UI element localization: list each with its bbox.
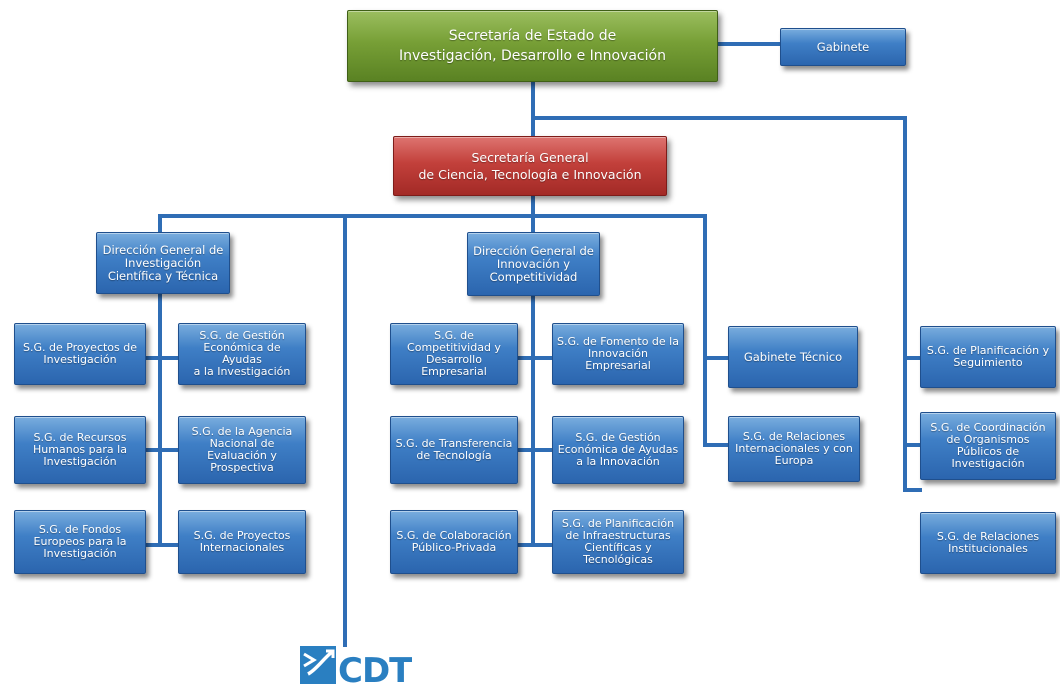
dg-investigacion-box: Dirección General de Investigación Cient… <box>96 232 230 294</box>
secretaria-general-label: Secretaría General de Ciencia, Tecnologí… <box>418 150 642 182</box>
dg-innovacion-label: Dirección General de Innovación y Compet… <box>473 243 594 284</box>
cdti-logo: CDTI <box>300 646 412 684</box>
sg-relaciones-institucionales-box: S.G. de Relaciones Institucionales <box>920 512 1056 574</box>
sg-fondos-europeos-label: S.G. de Fondos Europeos para la Investig… <box>33 523 127 560</box>
gabinete-box: Gabinete <box>780 28 906 66</box>
sg-agencia-nacional-box: S.G. de la Agencia Nacional de Evaluació… <box>178 416 306 484</box>
sg-fomento-innovacion-label: S.G. de Fomento de la Innovación Empresa… <box>557 335 679 372</box>
sg-colaboracion-publico-privada-box: S.G. de Colaboración Público-Privada <box>390 510 518 574</box>
sg-proyectos-internacionales-label: S.G. de Proyectos Internacionales <box>193 529 291 554</box>
sg-planificacion-infraestructuras-box: S.G. de Planificación de Infraestructura… <box>552 510 684 574</box>
sg-gestion-economica-innovacion-box: S.G. de Gestión Económica de Ayudas a la… <box>552 416 684 484</box>
sg-transferencia-tecnologia-label: S.G. de Transferencia de Tecnología <box>395 437 513 462</box>
dg-investigacion-label: Dirección General de Investigación Cient… <box>102 242 224 283</box>
sg-planificacion-infraestructuras-label: S.G. de Planificación de Infraestructura… <box>561 517 675 566</box>
secretaria-de-estado-box: Secretaría de Estado de Investigación, D… <box>347 10 718 82</box>
dg-innovacion-box: Dirección General de Innovación y Compet… <box>467 232 600 296</box>
sg-coordinacion-organismos-box: S.G. de Coordinación de Organismos Públi… <box>920 412 1056 480</box>
cdti-logo-text: CDTI <box>338 651 412 684</box>
sg-gestion-economica-investigacion-label: S.G. de Gestión Económica de Ayudas a la… <box>193 329 291 378</box>
sg-relaciones-internacionales-box: S.G. de Relaciones Internacionales y con… <box>728 416 860 482</box>
secretaria-general-box: Secretaría General de Ciencia, Tecnologí… <box>393 136 667 196</box>
sg-proyectos-internacionales-box: S.G. de Proyectos Internacionales <box>178 510 306 574</box>
sg-proyectos-investigacion-label: S.G. de Proyectos de Investigación <box>22 341 138 366</box>
secretaria-de-estado-label: Secretaría de Estado de Investigación, D… <box>399 28 666 64</box>
sg-agencia-nacional-label: S.G. de la Agencia Nacional de Evaluació… <box>191 425 293 474</box>
sg-colaboracion-publico-privada-label: S.G. de Colaboración Público-Privada <box>396 529 512 554</box>
sg-recursos-humanos-label: S.G. de Recursos Humanos para la Investi… <box>33 431 127 468</box>
sg-recursos-humanos-box: S.G. de Recursos Humanos para la Investi… <box>14 416 146 484</box>
sg-gestion-economica-innovacion-label: S.G. de Gestión Económica de Ayudas a la… <box>557 431 679 468</box>
gabinete-label: Gabinete <box>816 40 870 54</box>
sg-competitividad-label: S.G. de Competitividad y Desarrollo Empr… <box>407 329 501 378</box>
sg-transferencia-tecnologia-box: S.G. de Transferencia de Tecnología <box>390 416 518 484</box>
sg-gestion-economica-investigacion-box: S.G. de Gestión Económica de Ayudas a la… <box>178 323 306 385</box>
sg-relaciones-internacionales-label: S.G. de Relaciones Internacionales y con… <box>735 430 853 467</box>
sg-coordinacion-organismos-label: S.G. de Coordinación de Organismos Públi… <box>930 421 1046 470</box>
sg-fomento-innovacion-box: S.G. de Fomento de la Innovación Empresa… <box>552 323 684 385</box>
gabinete-tecnico-box: Gabinete Técnico <box>728 326 858 388</box>
sg-competitividad-box: S.G. de Competitividad y Desarrollo Empr… <box>390 323 518 385</box>
sg-planificacion-seguimiento-label: S.G. de Planificación y Seguimiento <box>926 344 1050 369</box>
sg-relaciones-institucionales-label: S.G. de Relaciones Institucionales <box>936 530 1040 555</box>
gabinete-tecnico-label: Gabinete Técnico <box>743 350 843 364</box>
sg-proyectos-investigacion-box: S.G. de Proyectos de Investigación <box>14 323 146 385</box>
sg-planificacion-seguimiento-box: S.G. de Planificación y Seguimiento <box>920 326 1056 388</box>
sg-fondos-europeos-box: S.G. de Fondos Europeos para la Investig… <box>14 510 146 574</box>
